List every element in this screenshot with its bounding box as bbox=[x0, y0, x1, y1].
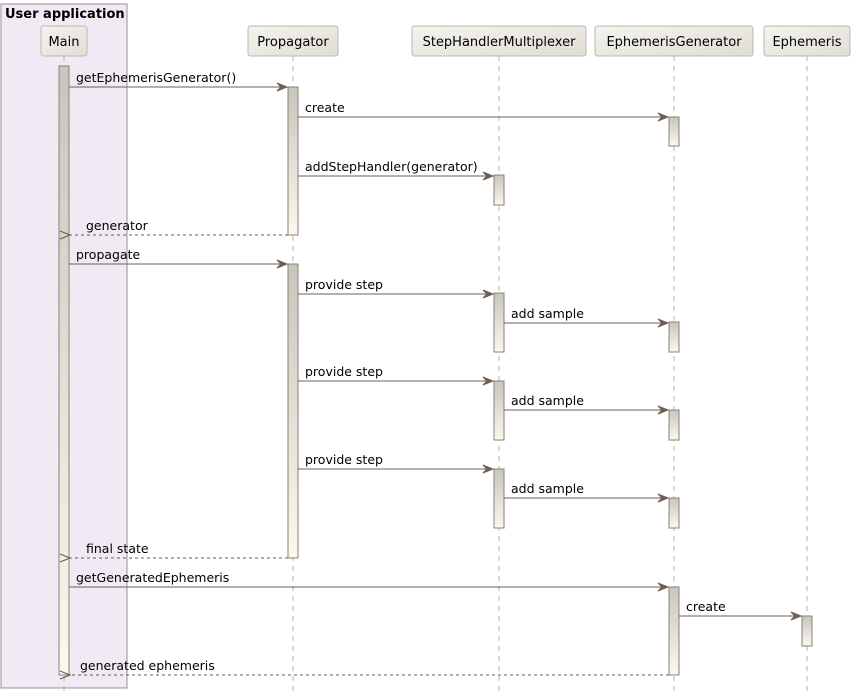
message-arrowhead bbox=[657, 112, 670, 122]
message-11: add sample bbox=[504, 481, 670, 503]
message-label: final state bbox=[86, 541, 149, 556]
activation-bar-generator bbox=[668, 497, 680, 529]
participant-ephemeris: Ephemeris bbox=[763, 25, 851, 57]
activation-bar-generator bbox=[668, 321, 680, 353]
activation-bar-multiplexer bbox=[493, 380, 505, 441]
activation-bar-generator bbox=[668, 409, 680, 441]
activation-bar-generator bbox=[668, 116, 680, 147]
message-9: add sample bbox=[504, 393, 670, 415]
message-arrowhead bbox=[482, 376, 495, 386]
message-label: getEphemerisGenerator() bbox=[76, 70, 236, 85]
participant-label: Propagator bbox=[257, 35, 329, 50]
message-15: generated ephemeris bbox=[59, 658, 669, 680]
participant-label: StepHandlerMultiplexer bbox=[423, 35, 576, 50]
message-arrowhead bbox=[482, 289, 495, 299]
participant-box bbox=[411, 25, 587, 57]
message-label: create bbox=[686, 599, 726, 614]
message-1: getEphemerisGenerator() bbox=[69, 70, 289, 92]
message-label: propagate bbox=[76, 247, 141, 262]
message-arrowhead bbox=[657, 582, 670, 592]
message-5: propagate bbox=[69, 247, 289, 269]
message-14: create bbox=[679, 599, 803, 621]
message-arrowhead bbox=[276, 259, 289, 269]
activation-bar-propagator bbox=[287, 86, 299, 236]
message-4: generator bbox=[59, 218, 288, 240]
message-arrowhead bbox=[59, 230, 72, 240]
activation-bar-generator bbox=[668, 586, 680, 676]
message-3: addStepHandler(generator) bbox=[298, 159, 495, 181]
message-arrowhead bbox=[482, 464, 495, 474]
message-label: provide step bbox=[305, 452, 383, 467]
message-12: final state bbox=[59, 541, 288, 563]
message-label: addStepHandler(generator) bbox=[305, 159, 478, 174]
participant-box bbox=[247, 25, 339, 57]
message-label: add sample bbox=[511, 393, 584, 408]
message-arrowhead bbox=[59, 553, 72, 563]
message-label: provide step bbox=[305, 364, 383, 379]
participant-generator: EphemerisGenerator bbox=[594, 25, 754, 57]
participant-box bbox=[40, 25, 88, 57]
message-arrowhead bbox=[657, 318, 670, 328]
participant-box bbox=[763, 25, 851, 57]
participant-label: Main bbox=[48, 35, 79, 50]
message-arrowhead bbox=[59, 670, 72, 680]
message-10: provide step bbox=[298, 452, 495, 474]
participant-propagator: Propagator bbox=[247, 25, 339, 57]
participant-main: Main bbox=[40, 25, 88, 57]
message-label: getGeneratedEphemeris bbox=[76, 570, 229, 585]
participant-label: Ephemeris bbox=[772, 35, 841, 50]
message-2: create bbox=[298, 100, 670, 122]
message-8: provide step bbox=[298, 364, 495, 386]
message-6: provide step bbox=[298, 277, 495, 299]
message-arrowhead bbox=[657, 493, 670, 503]
activation-bar-multiplexer bbox=[493, 468, 505, 529]
message-arrowhead bbox=[657, 405, 670, 415]
message-label: add sample bbox=[511, 481, 584, 496]
message-arrowhead bbox=[276, 82, 289, 92]
message-label: generator bbox=[86, 218, 149, 233]
activation-bar-ephemeris bbox=[801, 615, 813, 647]
message-label: generated ephemeris bbox=[80, 658, 215, 673]
message-13: getGeneratedEphemeris bbox=[69, 570, 670, 592]
activation-bar-multiplexer bbox=[493, 292, 505, 353]
participant-label: EphemerisGenerator bbox=[606, 35, 742, 50]
participant-box bbox=[594, 25, 754, 57]
activation-bar-multiplexer bbox=[493, 174, 505, 206]
activation-bar-main bbox=[58, 65, 70, 676]
message-label: provide step bbox=[305, 277, 383, 292]
message-label: create bbox=[305, 100, 345, 115]
message-arrowhead bbox=[482, 171, 495, 181]
message-label: add sample bbox=[511, 306, 584, 321]
message-arrowhead bbox=[790, 611, 803, 621]
message-7: add sample bbox=[504, 306, 670, 328]
box-title: User application bbox=[5, 7, 125, 22]
activation-bar-propagator bbox=[287, 263, 299, 559]
participant-multiplexer: StepHandlerMultiplexer bbox=[411, 25, 587, 57]
